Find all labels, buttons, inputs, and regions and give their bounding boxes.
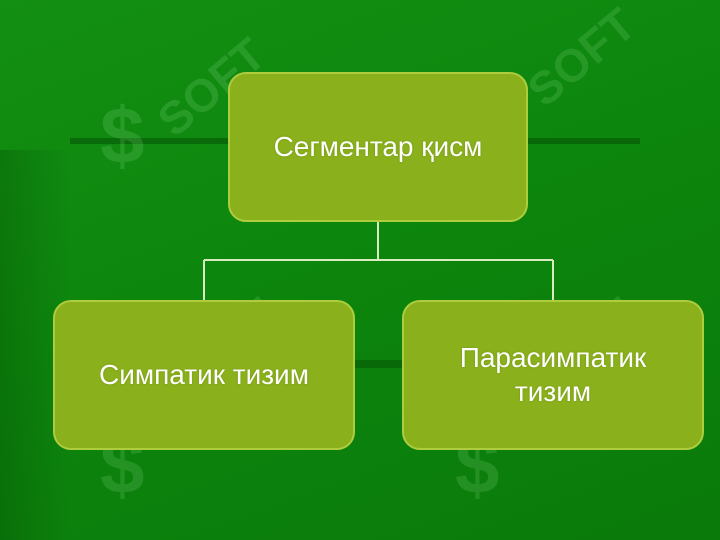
child-node-sympathetic: Симпатик тизим — [53, 300, 355, 450]
child-node-label: Парасимпатик тизим — [459, 342, 647, 407]
root-node: Сегментар қисм — [228, 72, 528, 222]
root-node-label: Сегментар қисм — [273, 131, 483, 163]
child-node-label: Симпатик тизим — [99, 359, 309, 391]
child-node-parasympathetic: Парасимпатик тизим — [402, 300, 704, 450]
